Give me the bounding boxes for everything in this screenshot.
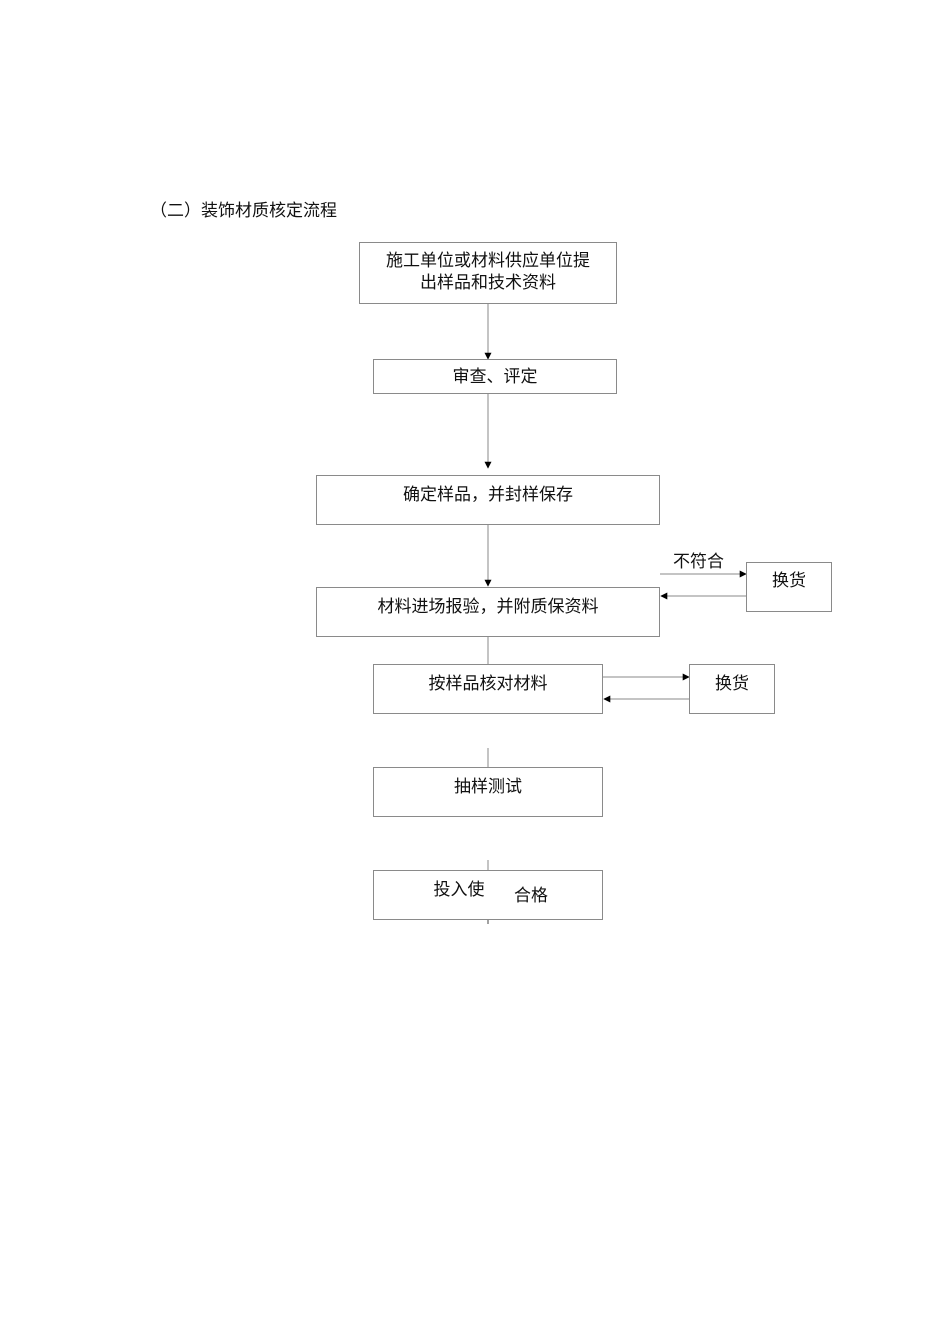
check-against-sample-box: 按样品核对材料 [373,664,603,714]
submit-samples-line-1: 施工单位或材料供应单位提 [386,251,590,271]
not-comply-label: 不符合 [673,552,724,572]
review-box: 审查、评定 [373,359,617,394]
inspection-label: 材料进场报验，并附质保资料 [377,597,599,617]
replace-goods-label-1: 换货 [772,571,806,591]
sampling-test-label: 抽样测试 [454,777,522,797]
replace-goods-box-1: 换货 [746,562,832,612]
sampling-test-box: 抽样测试 [373,767,603,817]
replace-goods-label-2: 换货 [715,674,749,694]
replace-goods-box-2: 换货 [689,664,775,714]
put-into-use-label: 投入使 [433,880,485,900]
confirm-sample-box: 确定样品，并封样保存 [316,475,660,525]
put-into-use-box: 投入使 [373,870,603,920]
qualified-label: 合格 [512,881,550,906]
submit-samples-line-2: 出样品和技术资料 [420,273,556,293]
inspection-box: 材料进场报验，并附质保资料 [316,587,660,637]
submit-samples-box: 施工单位或材料供应单位提 出样品和技术资料 [359,242,617,304]
review-label: 审查、评定 [452,367,538,387]
check-against-sample-label: 按样品核对材料 [428,674,548,694]
confirm-sample-label: 确定样品，并封样保存 [403,485,573,505]
page-title: （二）装饰材质核定流程 [150,201,337,221]
